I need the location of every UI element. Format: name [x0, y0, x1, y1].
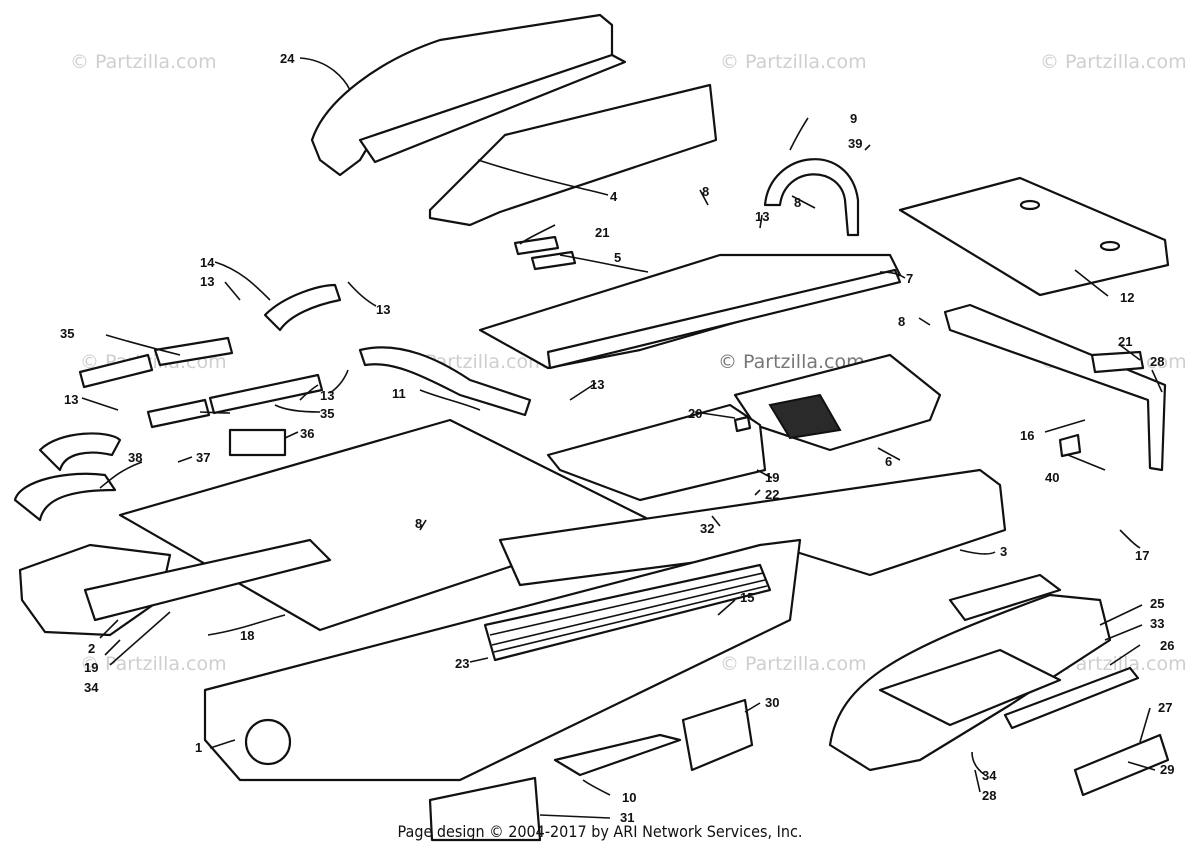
- callout-38: 38: [128, 450, 142, 465]
- callout-20: 20: [688, 406, 702, 421]
- part-console-shroud-rail: [358, 53, 627, 164]
- callout-8b: 8: [794, 195, 801, 210]
- part-tube: [146, 398, 211, 429]
- parts: [13, 13, 1170, 842]
- part-tube: [153, 336, 234, 367]
- part-support-bracket: [428, 83, 718, 227]
- callout-32: 32: [700, 521, 714, 536]
- page-footer: Page design © 2004-2017 by ARI Network S…: [397, 822, 803, 841]
- callout-31: 31: [620, 810, 634, 825]
- callout-8a: 8: [702, 184, 709, 199]
- part-cover-hole: [1099, 240, 1121, 252]
- part-cross-channel: [83, 538, 332, 622]
- callout-21b: 21: [1118, 334, 1132, 349]
- callout-35a: 35: [60, 326, 74, 341]
- callout-39: 39: [848, 136, 862, 151]
- callout-13b: 13: [200, 274, 214, 289]
- part-hose: [13, 472, 117, 522]
- callout-10: 10: [622, 790, 636, 805]
- callout-14: 14: [200, 255, 215, 270]
- part-mount-plate: [681, 698, 754, 772]
- callout-28a: 28: [1150, 354, 1164, 369]
- part-tube: [208, 373, 324, 415]
- watermark-text: © Partzilla.com: [80, 653, 227, 675]
- part-frame-rail: [498, 468, 1007, 587]
- part-grab-handle: [763, 158, 860, 237]
- watermark-text: © Partzilla.com: [718, 351, 865, 373]
- callout-29: 29: [1160, 762, 1174, 777]
- callouts: 1 2 3 4 5 6 7 8 8 8 8 9 10 11 12 13 13 1…: [60, 51, 1174, 825]
- callout-7: 7: [906, 271, 913, 286]
- callout-11: 11: [392, 386, 406, 401]
- callout-1: 1: [195, 740, 202, 755]
- part-hose: [38, 432, 122, 472]
- part-tube: [78, 353, 154, 389]
- part-hitch-bar: [1003, 666, 1140, 730]
- part-side-rail: [943, 303, 1167, 472]
- callout-22: 22: [765, 487, 779, 502]
- part-bumper-bar: [948, 573, 1062, 622]
- callout-36: 36: [300, 426, 314, 441]
- part-lower-bracket: [553, 733, 682, 777]
- callout-25: 25: [1150, 596, 1164, 611]
- part-rear-fender-inset: [878, 648, 1062, 727]
- part-pad: [513, 235, 560, 256]
- callout-5: 5: [614, 250, 621, 265]
- callout-13e: 13: [320, 388, 334, 403]
- callout-24: 24: [280, 51, 295, 66]
- part-cover-plate: [898, 176, 1170, 297]
- callout-37: 37: [196, 450, 210, 465]
- part-battery-tray-shading: [768, 393, 842, 440]
- callout-28b: 28: [982, 788, 996, 803]
- callout-40: 40: [1045, 470, 1059, 485]
- callout-13c: 13: [376, 302, 390, 317]
- callout-9: 9: [850, 111, 857, 126]
- part-block: [733, 415, 752, 433]
- callout-30: 30: [765, 695, 779, 710]
- part-pad: [530, 250, 577, 271]
- watermark-text: © Partzilla.com: [1040, 51, 1187, 73]
- part-tray-edge: [546, 268, 902, 370]
- callout-34b: 34: [982, 768, 997, 783]
- part-vent-ribs: [489, 572, 768, 653]
- callout-19b: 19: [84, 660, 98, 675]
- callout-26: 26: [1160, 638, 1174, 653]
- callout-13a: 13: [755, 209, 769, 224]
- callout-2: 2: [88, 641, 95, 656]
- part-cover-hole: [1019, 199, 1041, 211]
- callout-18: 18: [240, 628, 254, 643]
- callout-23: 23: [455, 656, 469, 671]
- callout-19a: 19: [765, 470, 779, 485]
- watermark-text: © Partzilla.com: [720, 51, 867, 73]
- callout-15: 15: [740, 590, 754, 605]
- part-belly-pan-hole: [244, 718, 292, 766]
- watermark-text: © Partzilla.com: [70, 51, 217, 73]
- callout-16: 16: [1020, 428, 1034, 443]
- callout-21a: 21: [595, 225, 609, 240]
- callout-13d: 13: [64, 392, 78, 407]
- callout-12: 12: [1120, 290, 1134, 305]
- callout-8c: 8: [898, 314, 905, 329]
- callout-27: 27: [1158, 700, 1172, 715]
- callout-6: 6: [885, 454, 892, 469]
- callout-4: 4: [610, 189, 618, 204]
- leader-lines: [81, 57, 1163, 819]
- part-block: [1058, 433, 1082, 458]
- part-tray-plate: [546, 403, 767, 502]
- callout-33: 33: [1150, 616, 1164, 631]
- callout-35b: 35: [320, 406, 334, 421]
- part-hose: [263, 283, 342, 332]
- part-pad: [1090, 350, 1145, 374]
- watermark-text: © Partzilla.com: [720, 653, 867, 675]
- part-reflector-plate: [1073, 733, 1170, 797]
- part-hose: [358, 346, 532, 417]
- part-clamp-block: [228, 428, 287, 457]
- part-mount-plate: [428, 776, 542, 842]
- callout-8d: 8: [415, 516, 422, 531]
- callout-17: 17: [1135, 548, 1149, 563]
- callout-3: 3: [1000, 544, 1007, 559]
- callout-34a: 34: [84, 680, 99, 695]
- callout-13f: 13: [590, 377, 604, 392]
